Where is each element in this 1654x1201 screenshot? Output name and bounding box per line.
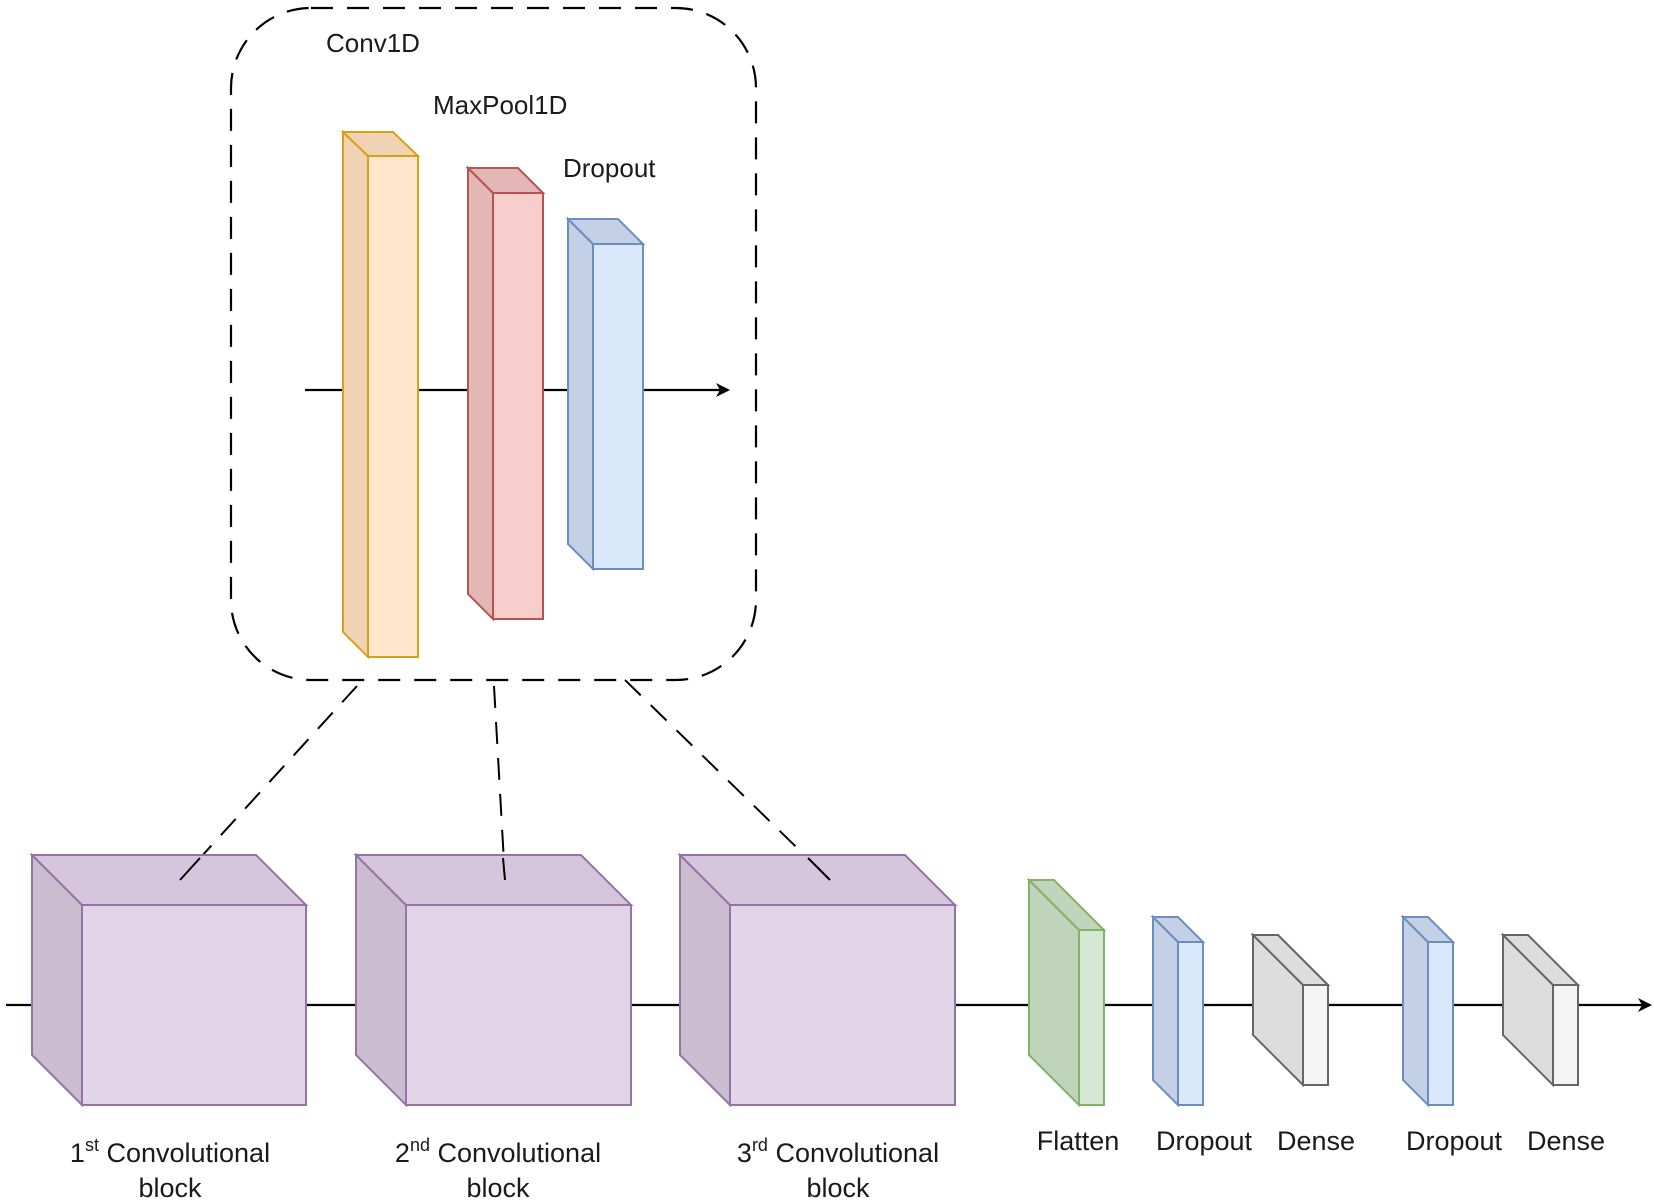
connector-line-3	[624, 679, 831, 881]
conv1d-label: Conv1D	[326, 28, 420, 58]
head-dropout-layer-1	[1150, 914, 1206, 1108]
conv-block-3-label-line2: block	[806, 1173, 870, 1201]
flatten-label: Flatten	[1037, 1126, 1120, 1156]
dense-layer-2	[1500, 932, 1581, 1088]
head-dropout-label-2: Dropout	[1406, 1126, 1503, 1156]
connector-line-2-end	[502, 857, 506, 881]
conv-block-1	[29, 852, 309, 1108]
conv-block-2-label-line2: block	[466, 1173, 530, 1201]
zoom-dropout-layer	[565, 216, 646, 572]
connector-line-3-end	[807, 857, 831, 881]
conv-block-3	[677, 852, 958, 1108]
zoom-dropout-label: Dropout	[563, 153, 656, 183]
flatten-layer	[1026, 877, 1107, 1108]
zoom-maxpool1d-layer	[465, 165, 546, 622]
connector-line-1	[179, 685, 358, 881]
conv-block-3-label: 3rd Convolutional	[737, 1135, 939, 1168]
zoom-conv1d-layer	[340, 129, 421, 660]
connector-line-1-end	[179, 857, 201, 881]
head-dropout-layer-2	[1400, 914, 1456, 1108]
zoom-detail-frame	[229, 6, 758, 682]
dense-label-2: Dense	[1527, 1126, 1605, 1156]
conv-block-2	[353, 852, 634, 1108]
connector-line-2	[493, 685, 506, 881]
head-dropout-label-1: Dropout	[1156, 1126, 1253, 1156]
dense-label-1: Dense	[1277, 1126, 1355, 1156]
maxpool1d-label: MaxPool1D	[433, 90, 567, 120]
conv-block-1-label: 1st Convolutional	[70, 1135, 270, 1168]
dense-layer-1	[1250, 932, 1331, 1088]
conv-block-2-label: 2nd Convolutional	[395, 1135, 601, 1168]
conv-block-1-label-line2: block	[138, 1173, 202, 1201]
